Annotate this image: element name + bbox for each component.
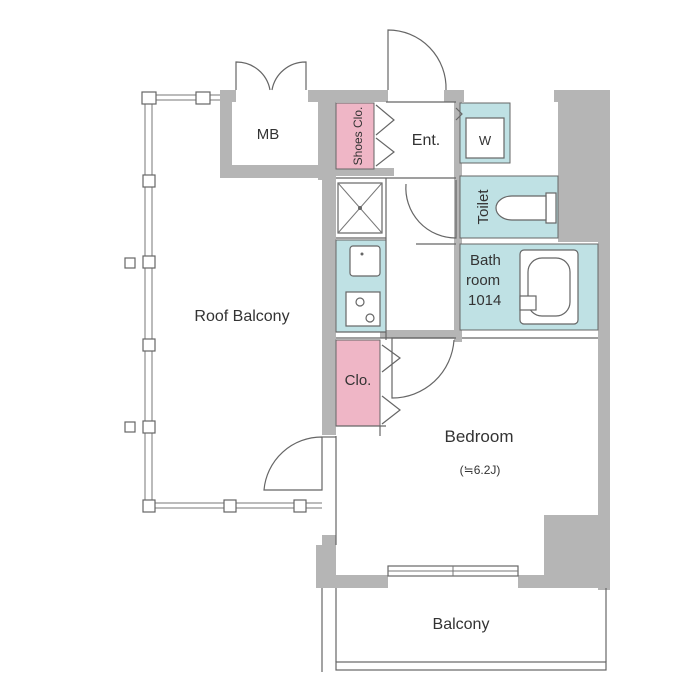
label-bathroom-1: Bath — [470, 252, 501, 269]
mb-door-left — [235, 61, 271, 91]
wall-segment — [220, 165, 335, 178]
bath-fixture — [519, 295, 537, 311]
label-bedroom-size: (≒6.2J) — [460, 463, 501, 477]
washer-box — [465, 117, 505, 159]
railing-post — [142, 338, 156, 352]
wall-segment — [598, 90, 610, 590]
label-toilet: Toilet — [475, 189, 492, 225]
wall-segment — [316, 575, 388, 588]
wall-segment — [558, 102, 598, 242]
label-washer: W — [479, 133, 492, 148]
railing-post — [124, 421, 136, 433]
label-bathroom-3: 1014 — [468, 292, 501, 309]
wall-segment — [444, 90, 464, 102]
doors — [235, 29, 463, 491]
shoes-closet-area — [335, 102, 375, 170]
wall-segment — [518, 575, 606, 588]
railing-post — [293, 499, 307, 513]
toilet-tank — [545, 192, 557, 224]
railing-post — [223, 499, 237, 513]
walls — [220, 90, 610, 590]
wall-segment — [454, 102, 462, 342]
toilet-bowl — [495, 195, 547, 221]
label-bathroom-2: room — [466, 272, 500, 289]
washer-door — [455, 107, 463, 121]
bedroom-door — [391, 337, 455, 399]
label-mb: MB — [257, 126, 280, 143]
wall-segment — [380, 330, 456, 338]
wall-segment — [336, 90, 388, 102]
entrance-door — [387, 29, 447, 91]
roof-balcony-railing — [124, 91, 322, 513]
closet-door — [381, 344, 402, 373]
toilet-door — [405, 180, 457, 239]
mb-door-right — [271, 61, 307, 91]
wall-segment — [336, 168, 394, 176]
wall-segment — [220, 90, 236, 102]
wall-segment — [554, 90, 610, 102]
fixtures — [337, 117, 579, 577]
fridge-center-mark — [358, 206, 362, 210]
railing-post — [142, 174, 156, 188]
kitchen-sink — [349, 245, 381, 277]
wall-segment — [318, 90, 336, 180]
label-shoes-closet: Shoes Clo. — [351, 107, 365, 166]
shoes-closet-door — [375, 137, 395, 167]
label-roof-balcony: Roof Balcony — [194, 308, 289, 325]
label-entrance: Ent. — [412, 132, 440, 149]
label-closet: Clo. — [345, 372, 372, 389]
balcony-outline — [321, 588, 607, 672]
railing-post — [195, 91, 211, 105]
label-bedroom: Bedroom — [445, 427, 514, 446]
stove — [345, 291, 381, 327]
labels: MB Ent. Shoes Clo. W Toilet Bath room 10… — [194, 107, 513, 633]
railing-post — [124, 257, 136, 269]
railing-post — [142, 255, 156, 269]
roof-balcony-door — [263, 436, 323, 491]
shoes-closet-door — [375, 104, 395, 136]
railing-post — [142, 420, 156, 434]
railing-post — [141, 91, 157, 105]
bathtub-inner — [527, 257, 571, 317]
closet-door — [381, 395, 401, 425]
railing-post — [142, 499, 156, 513]
label-balcony: Balcony — [433, 616, 490, 633]
closet-area — [335, 339, 381, 427]
balcony-rail — [335, 661, 607, 671]
wall-segment — [322, 165, 336, 435]
wall-segment — [220, 90, 232, 178]
